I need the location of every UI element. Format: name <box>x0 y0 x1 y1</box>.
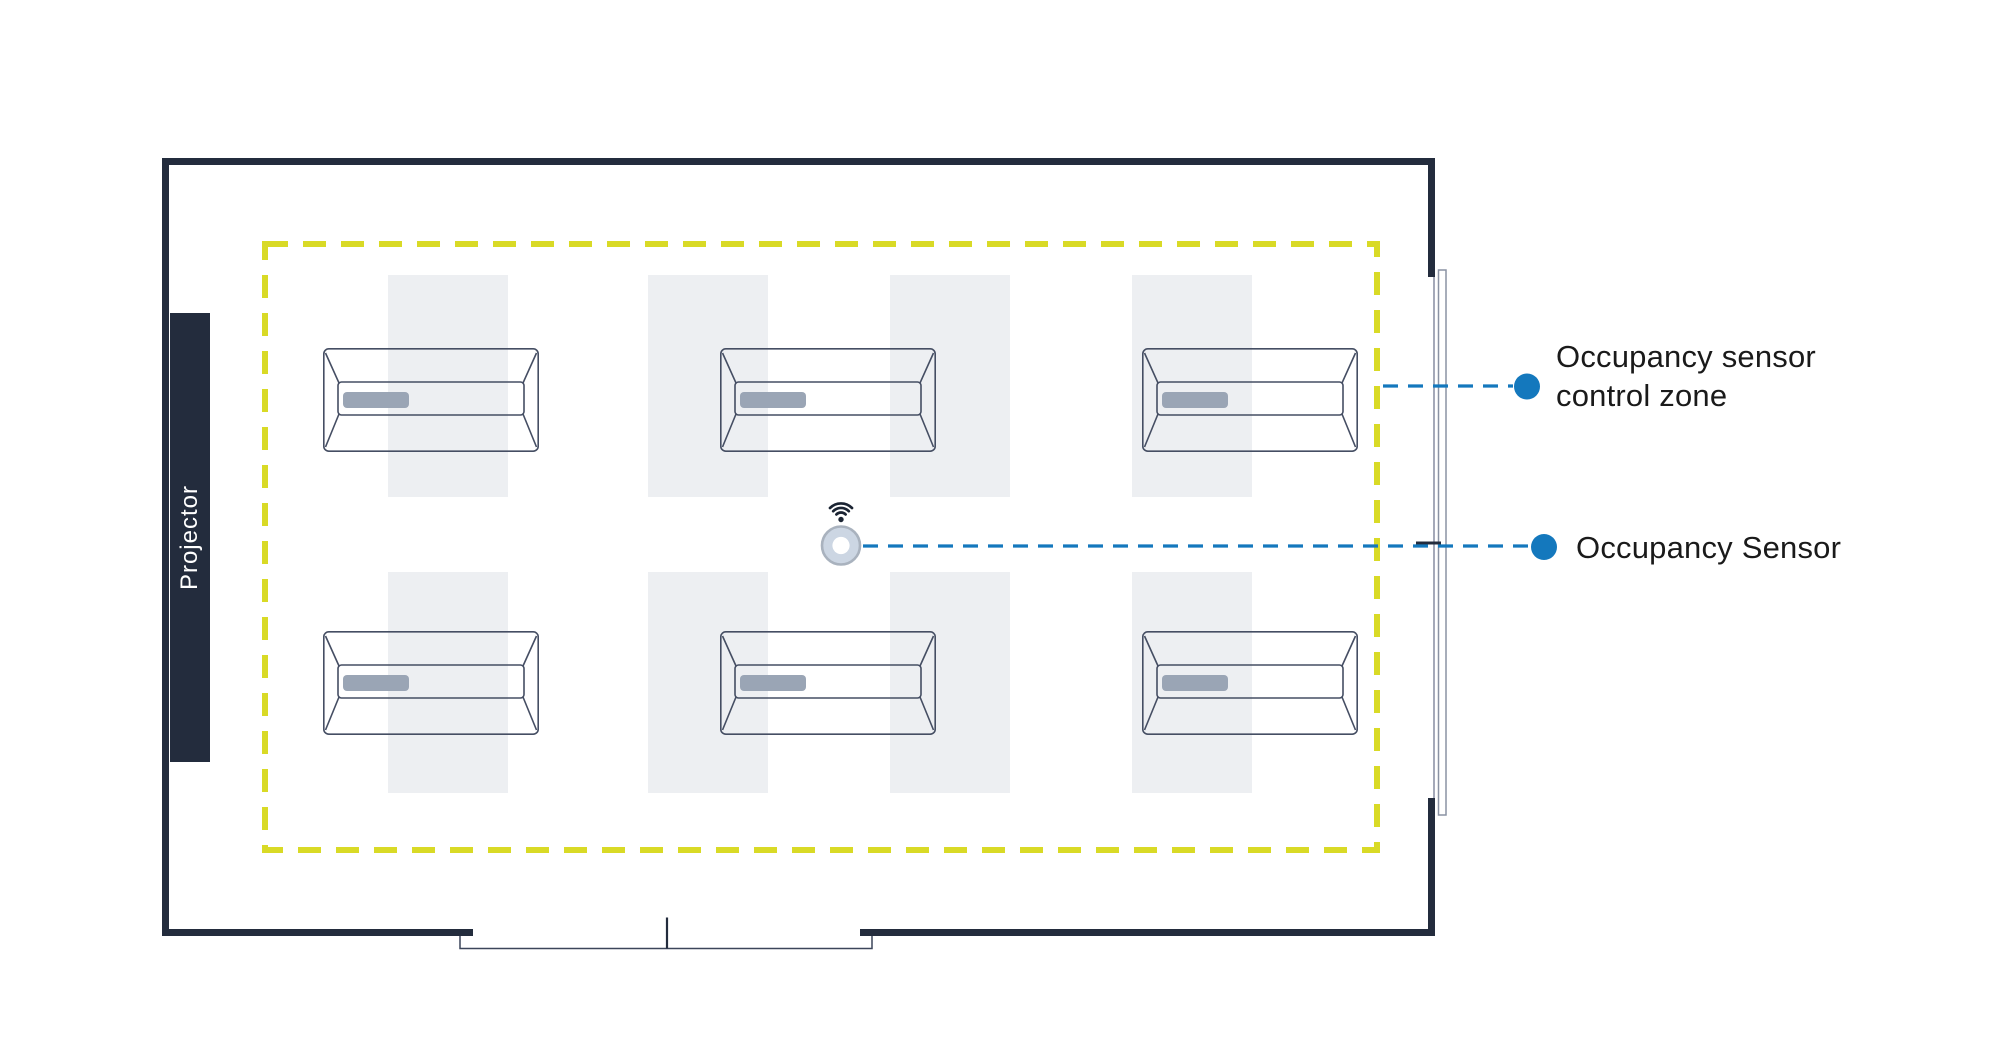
fixture-driver-badge <box>1162 392 1228 408</box>
projector-label-text: Projector <box>176 484 203 591</box>
sensor-label: Occupancy Sensor <box>1576 528 1841 567</box>
fixture-reflector-edge <box>1143 352 1159 384</box>
fixture-reflector-edge <box>919 696 935 731</box>
light-fixture <box>323 348 539 453</box>
fixture-inner-frame <box>734 381 922 416</box>
wall-bottom-left-segment <box>162 929 473 936</box>
fixture-reflector-edge <box>324 352 340 384</box>
wall-top <box>162 158 1435 165</box>
bottom-double-door <box>459 917 873 950</box>
fixture-reflector-edge <box>522 696 538 731</box>
projector-label: Projector <box>170 313 210 762</box>
fixture-inner-frame <box>337 381 525 416</box>
stripe-layer <box>388 275 1252 793</box>
fixture-reflector-edge <box>324 696 340 731</box>
fixture-reflector-edge <box>522 352 538 384</box>
projector-bar <box>170 313 210 762</box>
fixture-driver-badge <box>343 675 409 691</box>
leader-dot-zone <box>1514 373 1540 400</box>
daylight-stripe <box>890 572 1010 793</box>
fixture-driver-badge <box>343 392 409 408</box>
zone-label: Occupancy sensor control zone <box>1556 337 1816 415</box>
fixture-reflector-edge <box>1143 635 1159 667</box>
fixture-reflector-edge <box>1341 696 1357 731</box>
wall-right-bottom-segment <box>1428 798 1435 936</box>
fixture-reflector-edge <box>919 352 935 384</box>
fixture-layer <box>323 348 1358 736</box>
fixture-reflector-edge <box>721 635 737 667</box>
fixture-reflector-edge <box>1341 352 1357 384</box>
light-fixture <box>1142 348 1358 453</box>
wifi-icon <box>828 502 854 516</box>
fixture-reflector-edge <box>1143 413 1159 448</box>
wifi-arc-large <box>828 502 854 510</box>
wifi-dot <box>838 516 844 523</box>
daylight-stripe <box>1132 275 1252 497</box>
fixture-reflector-edge <box>721 352 737 384</box>
zone-label-line1: Occupancy sensor <box>1556 339 1816 374</box>
room-walls <box>162 158 1435 936</box>
fixture-inner-frame <box>1156 381 1344 416</box>
sensor-lens <box>832 536 850 555</box>
daylight-stripe <box>388 275 508 497</box>
zone-label-line2: control zone <box>1556 378 1728 413</box>
right-window <box>1416 269 1447 816</box>
wall-right-top-segment <box>1428 158 1435 277</box>
fixture-reflector-edge <box>1341 413 1357 448</box>
light-fixture <box>720 631 936 736</box>
fixture-outer-frame <box>720 631 936 736</box>
fixture-driver-badge <box>1162 675 1228 691</box>
fixture-reflector-edge <box>324 635 340 667</box>
light-fixture <box>720 348 936 453</box>
fixture-reflector-edge <box>919 635 935 667</box>
fixture-driver-badge <box>740 392 806 408</box>
wall-bottom-right-segment <box>860 929 1435 936</box>
wifi-arc-small <box>835 511 847 516</box>
daylight-stripe <box>890 275 1010 497</box>
fixture-outer-frame <box>1142 631 1358 736</box>
fixture-outer-frame <box>323 348 539 453</box>
fixture-inner-frame <box>734 664 922 699</box>
fixture-reflector-edge <box>522 413 538 448</box>
fixture-outer-frame <box>1142 348 1358 453</box>
fixture-outer-frame <box>720 348 936 453</box>
leaders <box>863 373 1557 560</box>
fixture-reflector-edge <box>1143 696 1159 731</box>
fixture-reflector-edge <box>1341 635 1357 667</box>
light-fixture <box>323 631 539 736</box>
wifi-arc-medium <box>831 506 851 513</box>
leader-dot-sensor <box>1531 534 1557 560</box>
daylight-stripe <box>648 275 768 497</box>
fixture-reflector-edge <box>324 413 340 448</box>
fixture-reflector-edge <box>721 696 737 731</box>
light-fixture <box>1142 631 1358 736</box>
wall-left <box>162 158 169 936</box>
occupancy-sensor-icon <box>820 502 862 566</box>
fixture-driver-badge <box>740 675 806 691</box>
fixture-inner-frame <box>1156 664 1344 699</box>
fixture-reflector-edge <box>919 413 935 448</box>
fixture-inner-frame <box>337 664 525 699</box>
sensor-label-text: Occupancy Sensor <box>1576 530 1842 565</box>
fixture-reflector-edge <box>721 413 737 448</box>
fixture-outer-frame <box>323 631 539 736</box>
fixture-reflector-edge <box>522 635 538 667</box>
